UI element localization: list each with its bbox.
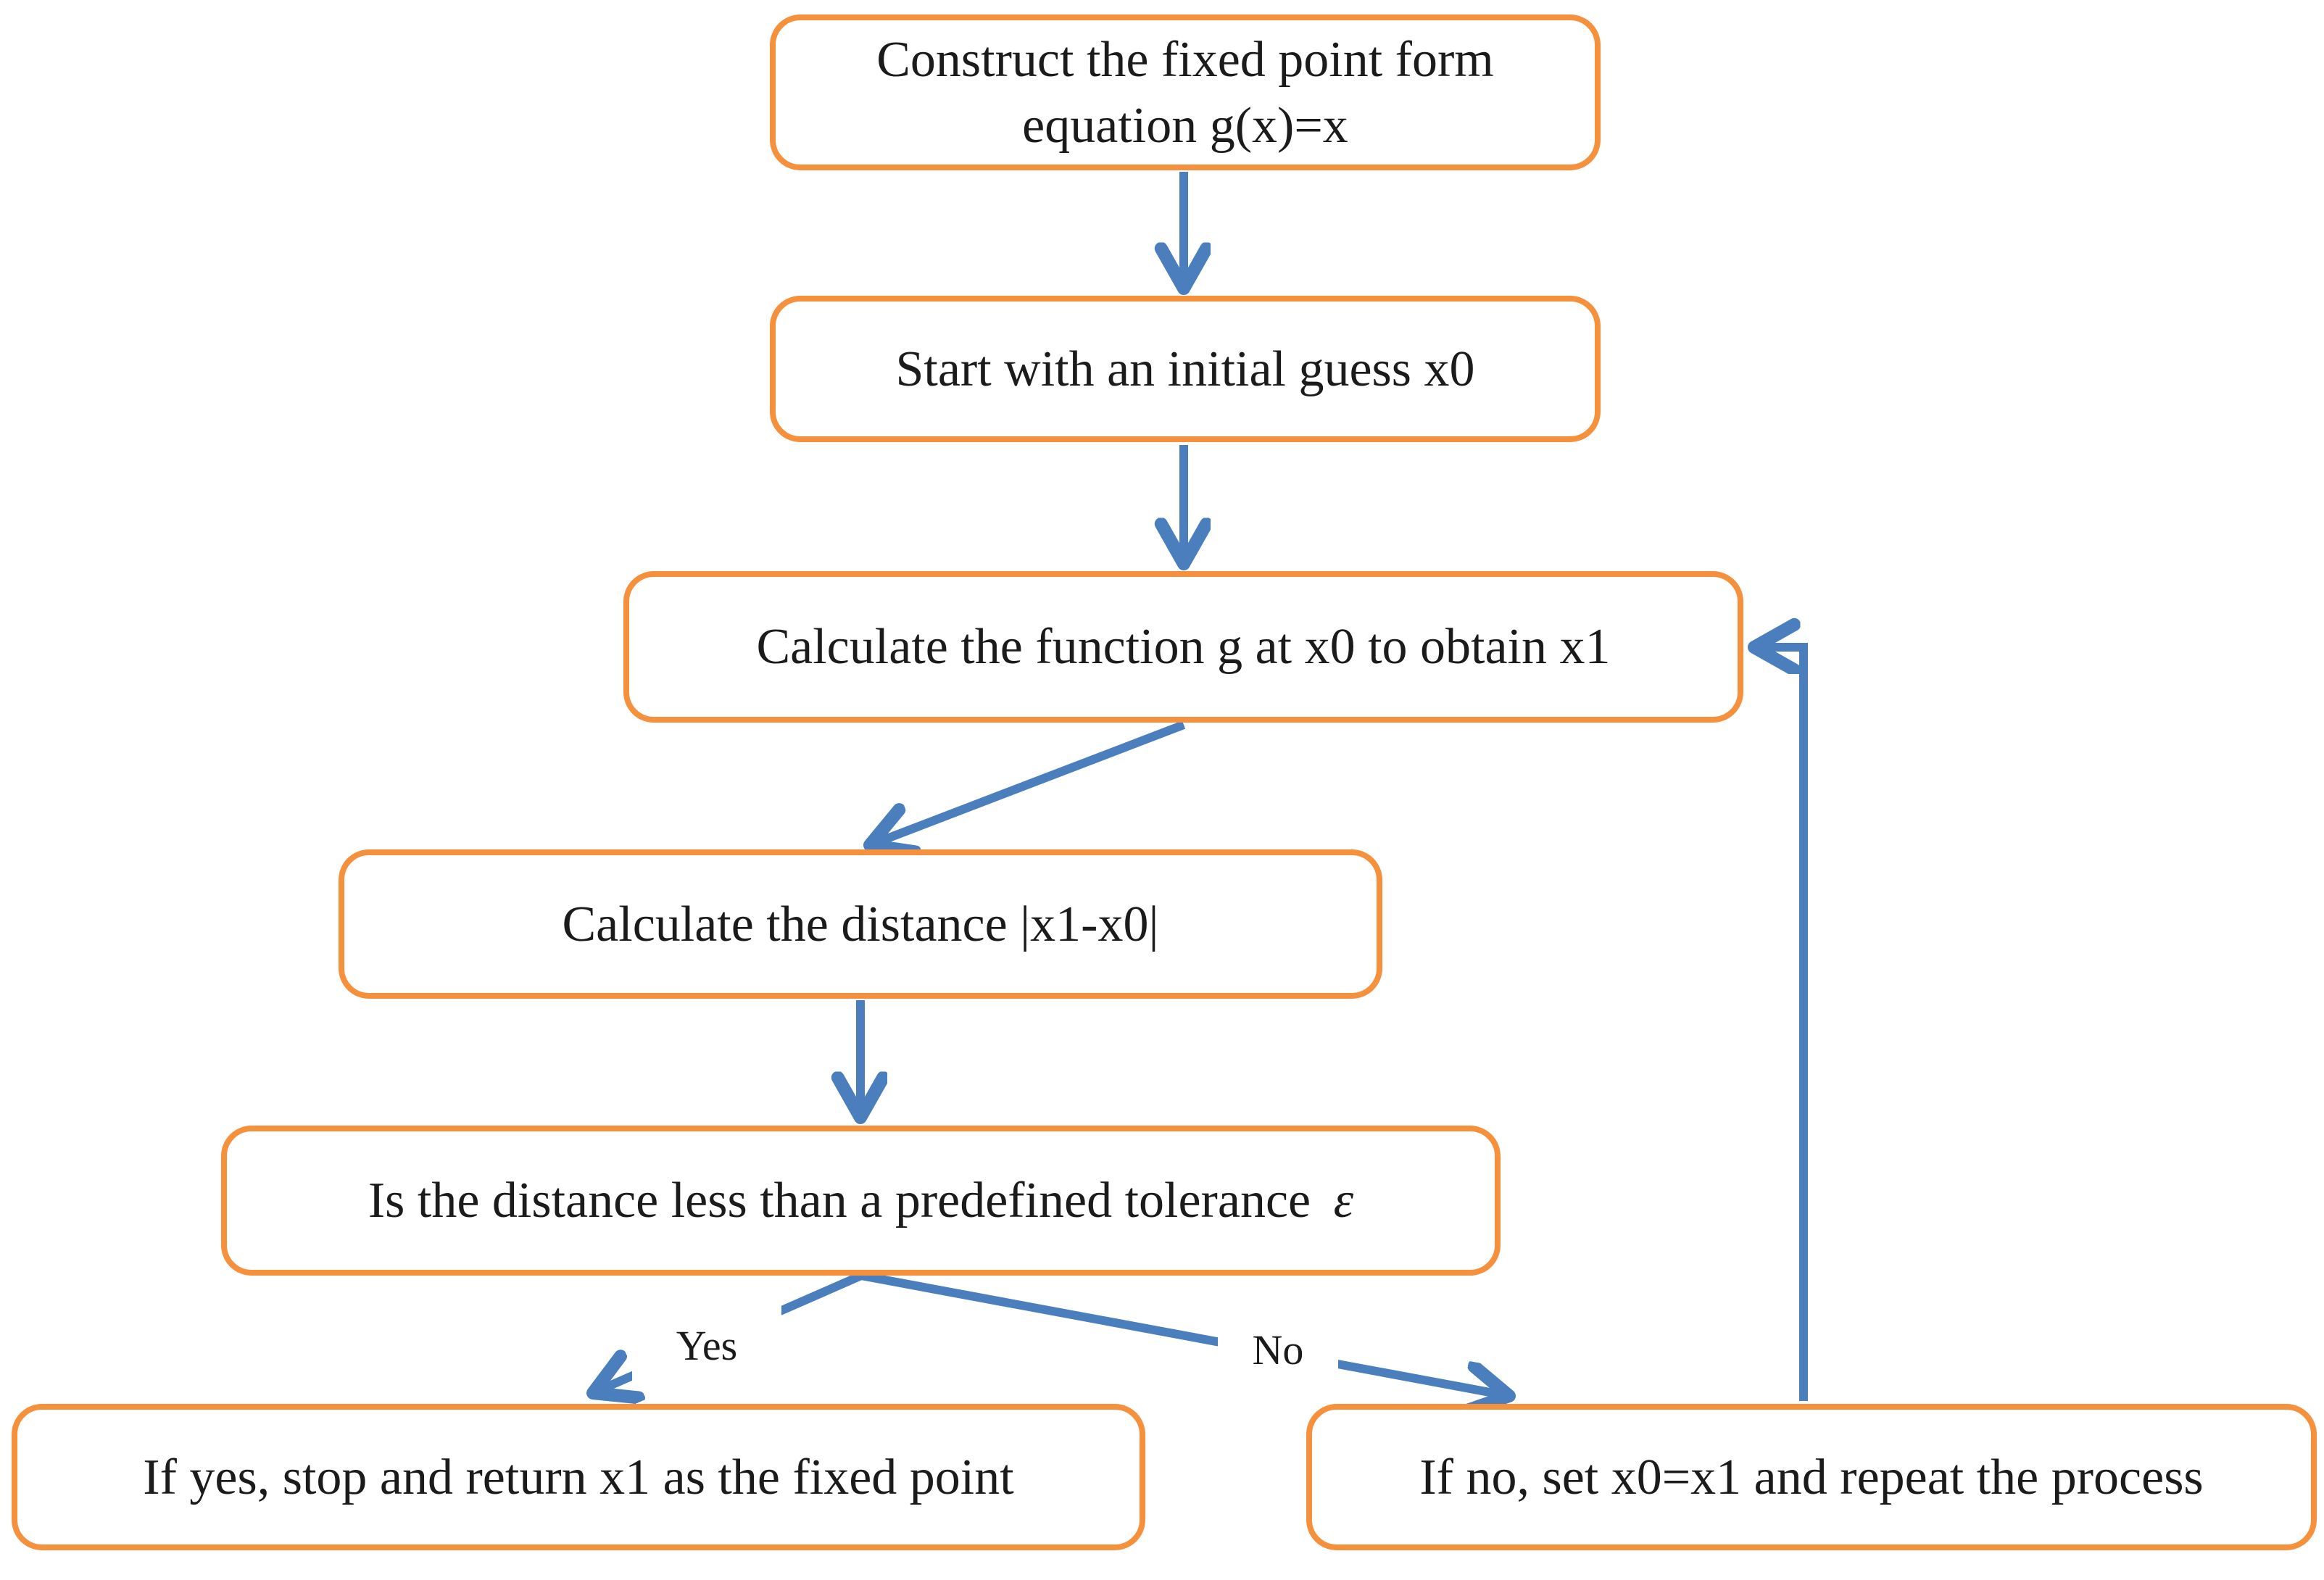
arrow-calc-to-distance xyxy=(870,720,1186,845)
flowchart-node-yes-branch: If yes, stop and return x1 as the fixed … xyxy=(12,1404,1145,1550)
construct-line2: equation g(x)=x xyxy=(1022,97,1348,154)
decision-epsilon-symbol: ε xyxy=(1333,1173,1354,1228)
yes-branch-label: If yes, stop and return x1 as the fixed … xyxy=(143,1449,1014,1505)
edge-label-no: No xyxy=(1218,1307,1338,1392)
arrow-decision-no xyxy=(860,1271,1509,1396)
start-label: Start with an initial guess x0 xyxy=(895,341,1475,397)
construct-line1: Construct the fixed point form xyxy=(876,31,1494,88)
no-branch-label: If no, set x0=x1 and repeat the process xyxy=(1419,1449,2204,1505)
arrow-loop-back-to-calc xyxy=(1754,647,1808,1401)
flowchart-node-start: Start with an initial guess x0 xyxy=(770,296,1601,442)
flowchart-node-construct-text: Construct the fixed point form equation … xyxy=(876,27,1494,159)
calc-g-label: Calculate the function g at x0 to obtain… xyxy=(756,619,1611,675)
flowchart-node-distance: Calculate the distance |x1-x0| xyxy=(339,849,1382,999)
edge-label-yes-text: Yes xyxy=(676,1321,738,1369)
decision-label: Is the distance less than a predefined t… xyxy=(368,1173,1311,1228)
flowchart-node-no-branch: If no, set x0=x1 and repeat the process xyxy=(1306,1404,2317,1550)
flowchart-node-calc-g: Calculate the function g at x0 to obtain… xyxy=(623,571,1743,723)
edge-label-yes: Yes xyxy=(632,1303,781,1387)
flowchart-node-construct: Construct the fixed point form equation … xyxy=(770,14,1601,170)
distance-label: Calculate the distance |x1-x0| xyxy=(562,896,1159,952)
flowchart-node-decision: Is the distance less than a predefined t… xyxy=(221,1126,1501,1276)
edge-label-no-text: No xyxy=(1252,1326,1304,1373)
